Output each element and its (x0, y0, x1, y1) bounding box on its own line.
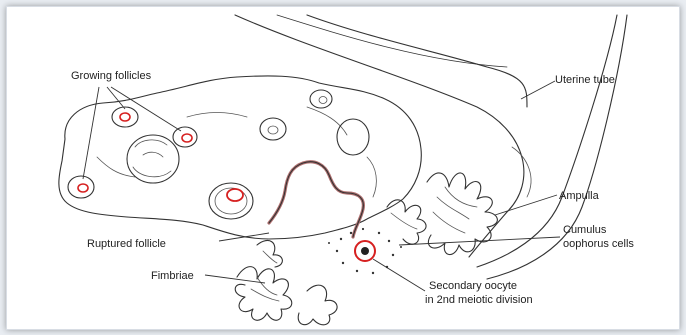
leader-growing-follicles-c (83, 87, 99, 179)
leader-growing-follicles-b (111, 87, 181, 131)
label-cumulus-line2: oophorus cells (563, 238, 634, 250)
label-ampulla: Ampulla (559, 190, 600, 202)
ovary-granular-body (337, 119, 369, 155)
leader-ampulla (495, 195, 557, 215)
leader-ruptured-follicle (219, 233, 269, 241)
follicle-2 (173, 127, 197, 147)
follicle-3 (260, 118, 286, 140)
fimbriae (235, 240, 337, 324)
label-uterine-tube: Uterine tube (555, 74, 615, 86)
leader-uterine-tube (521, 81, 555, 99)
diagram-frame: Growing follicles Uterine tube Ampulla C… (6, 6, 680, 330)
secondary-oocyte (355, 241, 375, 261)
label-ruptured-follicle: Ruptured follicle (87, 238, 166, 250)
label-growing-follicles: Growing follicles (71, 70, 152, 82)
label-fimbriae: Fimbriae (151, 270, 194, 282)
ovary-rosette (127, 135, 179, 183)
label-cumulus-line1: Cumulus (563, 224, 607, 236)
label-oocyte-line2: in 2nd meiotic division (425, 294, 533, 306)
ovary (59, 76, 421, 239)
follicle-4 (310, 90, 332, 108)
follicle-5 (68, 176, 94, 198)
follicle-large (209, 183, 253, 219)
leader-fimbriae (205, 275, 265, 283)
label-oocyte-line1: Secondary oocyte (429, 280, 517, 292)
follicle-1 (112, 107, 138, 127)
leader-secondary-oocyte (373, 259, 425, 291)
ovulation-diagram: Growing follicles Uterine tube Ampulla C… (7, 7, 679, 329)
